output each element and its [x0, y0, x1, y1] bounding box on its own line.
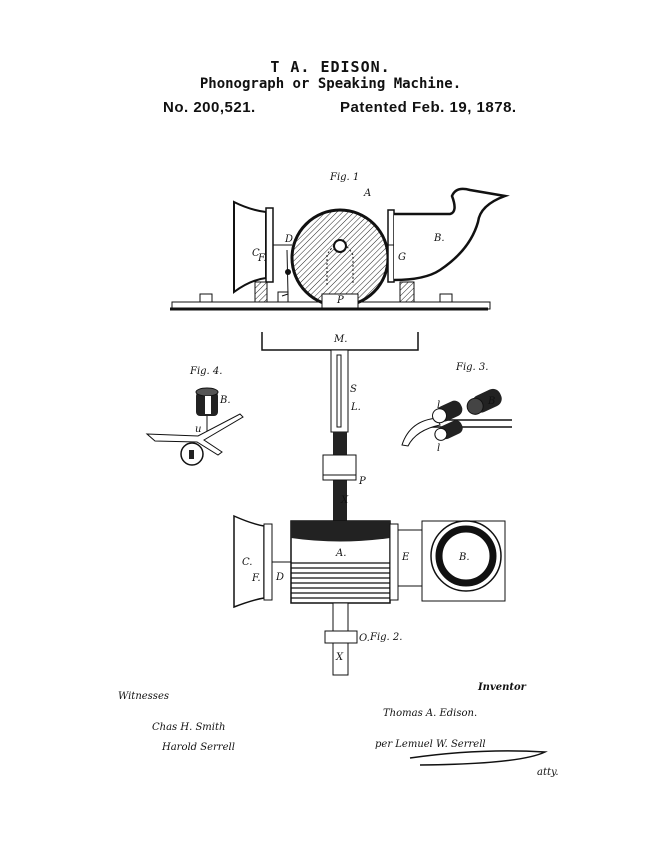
label-d2: D — [275, 572, 284, 583]
inventor-label: Inventor — [477, 682, 527, 693]
cylinder-a — [290, 208, 390, 308]
figure-2: S L. P X A. C. F. D B. O. X Fig. 2. — [233, 349, 506, 676]
inventor-signature: Thomas A. Edison. — [383, 708, 477, 719]
patent-inventor-name: T A. EDISON. — [270, 58, 391, 76]
label-c2: C. — [242, 557, 252, 568]
witness-signature-1: Chas H. Smith — [152, 722, 225, 733]
fig2-label: Fig. 2. — [369, 632, 402, 643]
label-x2: X — [335, 652, 344, 663]
label-b3: B — [487, 396, 495, 407]
label-s: S — [350, 384, 357, 395]
label-l1: l — [437, 400, 440, 411]
label-d: D — [284, 234, 293, 245]
label-u: u — [195, 424, 201, 435]
label-f: F. — [257, 253, 267, 264]
figure-1: Fig. 1 D C F. A B. G P M. — [170, 172, 510, 351]
label-c: C — [252, 248, 260, 259]
attorney-signature: per Lemuel W. Serrell — [375, 739, 486, 750]
label-e: E — [401, 552, 410, 563]
label-a2: A. — [335, 548, 346, 559]
mouthpiece-c — [233, 200, 267, 294]
diaphragm-frame-left — [265, 207, 274, 283]
label-x: X — [340, 495, 349, 506]
mouthpiece-b — [393, 187, 510, 282]
label-o: O. — [359, 633, 370, 644]
label-m: M. — [333, 334, 347, 345]
patent-date: Patented Feb. 19, 1878. — [340, 99, 517, 116]
label-p: P — [336, 295, 344, 306]
patent-number: No. 200,521. — [163, 99, 256, 116]
fig1-label: Fig. 1 — [329, 172, 359, 183]
fig4-label: Fig. 4. — [189, 366, 222, 377]
label-g: G — [398, 252, 406, 263]
label-b4: B. — [219, 395, 231, 406]
signature-block: Witnesses Chas H. Smith Harold Serrell I… — [118, 682, 559, 778]
diaphragm-frame-right — [387, 209, 395, 283]
figure-4: Fig. 4. B. u — [145, 366, 244, 466]
label-l2: l — [437, 443, 440, 454]
nut-o — [324, 630, 358, 644]
nut-p — [322, 454, 357, 481]
witness-signature-2: Harold Serrell — [161, 742, 235, 753]
patent-title: Phonograph or Speaking Machine. — [199, 76, 462, 92]
label-l: L. — [350, 402, 361, 413]
figure-3: Fig. 3. B l l — [401, 362, 512, 454]
label-p2: P — [358, 476, 366, 487]
label-a: A — [363, 188, 371, 199]
fig3-label: Fig. 3. — [455, 362, 488, 373]
label-b: B. — [433, 233, 445, 244]
attorney-suffix: atty. — [537, 767, 559, 778]
label-b2: B. — [458, 552, 470, 563]
label-f2: F. — [251, 573, 261, 584]
witnesses-label: Witnesses — [118, 691, 169, 702]
